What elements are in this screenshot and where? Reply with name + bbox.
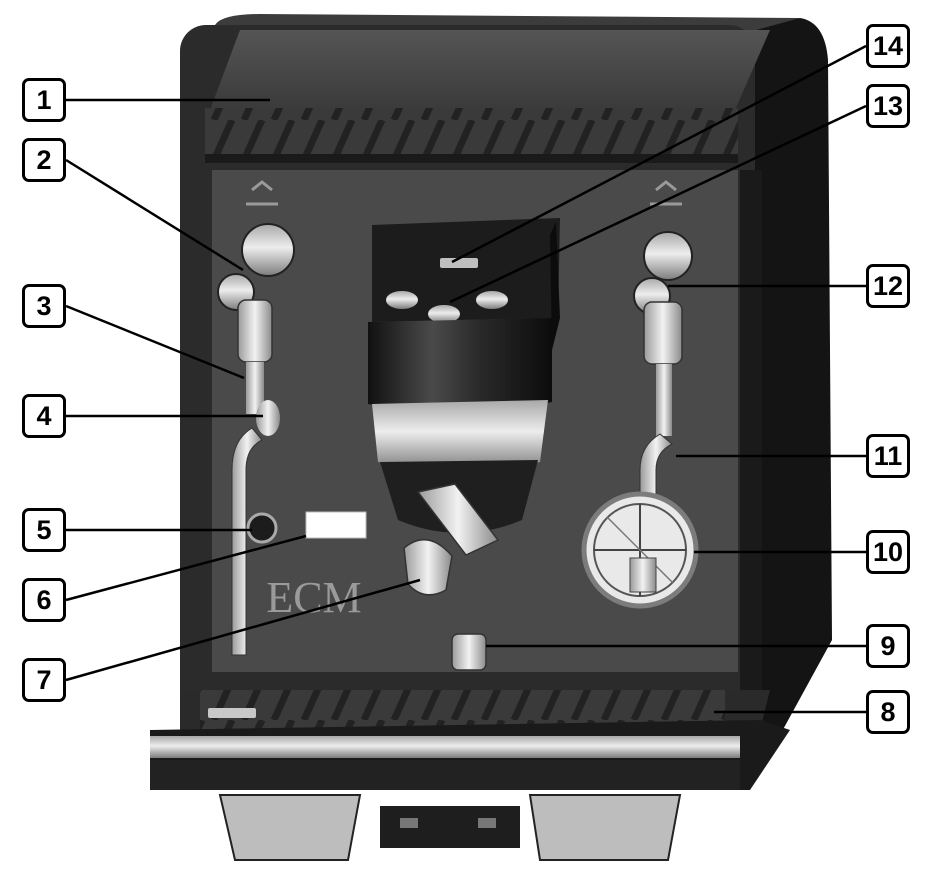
leader-lines [65,44,867,714]
callout-4: 4 [22,394,66,438]
leader-line-7 [65,578,421,682]
callout-14: 14 [866,24,910,68]
callout-13: 13 [866,84,910,128]
left-wand [217,180,295,656]
callout-10: 10 [866,530,910,574]
callout-12: 12 [866,264,910,308]
leader-line-6 [65,534,307,602]
callout-1: 1 [22,78,66,122]
power-switch [246,512,278,544]
machine-feet [218,794,682,861]
callout-7: 7 [22,658,66,702]
cup-warmer [205,30,770,163]
indicator-label [305,511,367,539]
cup-light [451,633,487,671]
drip-tray [150,690,790,790]
leader-line-3 [65,304,245,380]
brand-logo: ECM [266,573,361,622]
callout-2: 2 [22,138,66,182]
leader-line-2 [65,158,244,272]
leader-line-13 [449,104,867,304]
pressure-gauge [581,491,699,609]
leader-line-14 [451,44,867,264]
portafilter [403,483,500,596]
callout-11: 11 [866,434,910,478]
callout-5: 5 [22,508,66,552]
callout-9: 9 [866,624,910,668]
callout-3: 3 [22,284,66,328]
callout-8: 8 [866,690,910,734]
callout-6: 6 [22,578,66,622]
